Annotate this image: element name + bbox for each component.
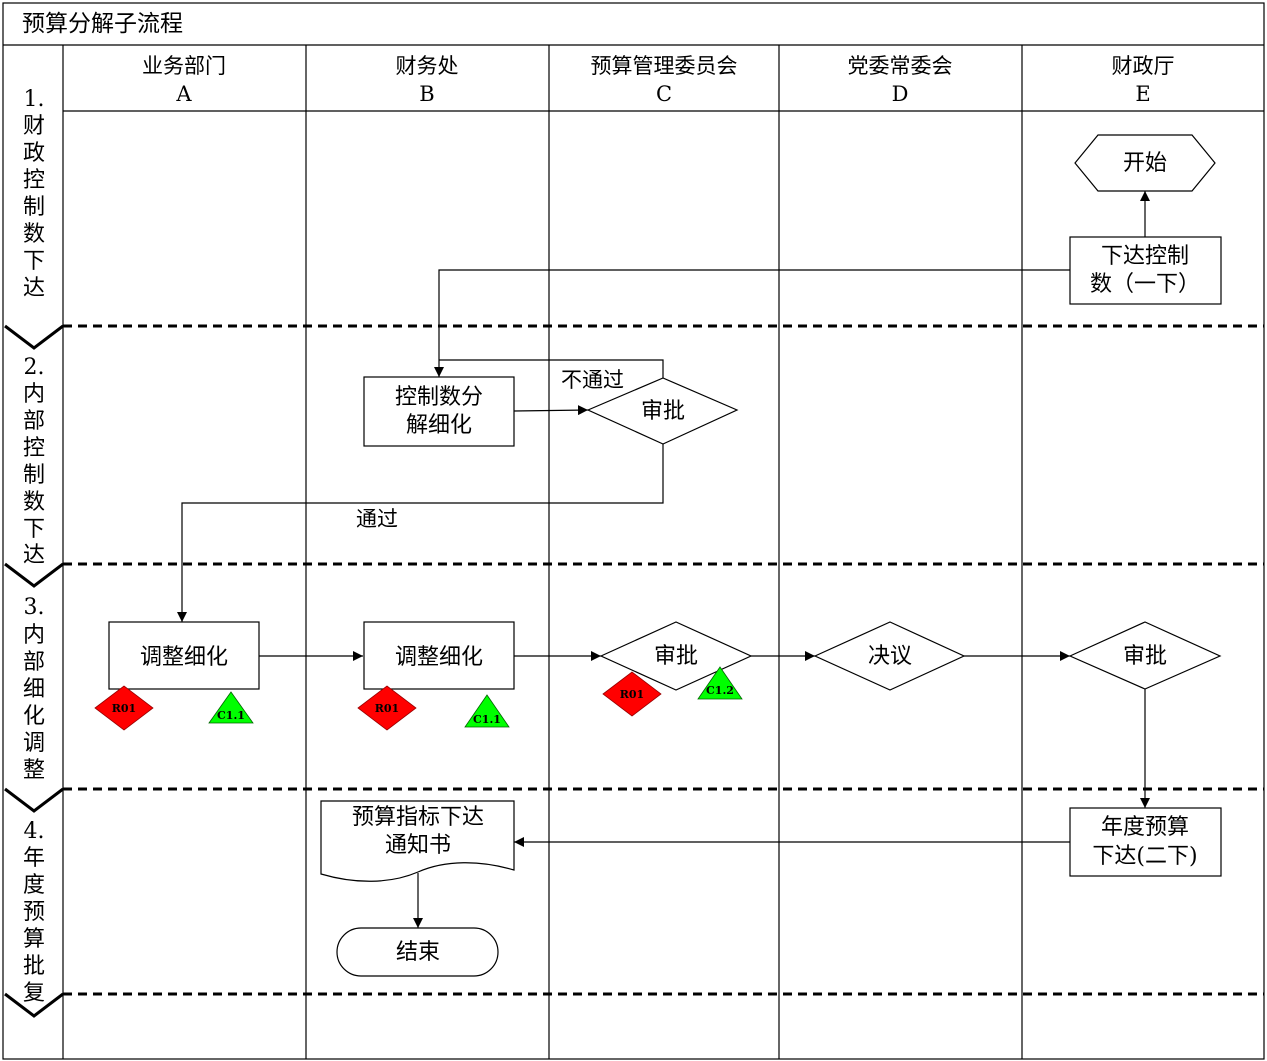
phase-3-char: 调 <box>23 731 45 756</box>
lane-e-code: E <box>1135 82 1150 106</box>
node-issue-control: 下达控制 数（一下） <box>1069 236 1222 305</box>
node-approve-e: 审批 <box>1068 621 1222 690</box>
phase-1-char: 数 <box>23 222 45 247</box>
lane-d-code: D <box>892 82 909 106</box>
lane-e-name: 财政厅 <box>1112 54 1175 78</box>
page-title: 预算分解子流程 <box>22 11 183 37</box>
lane-c-code: C <box>656 82 672 106</box>
phase-separators <box>63 324 1264 996</box>
phase-1-char: 财 <box>23 114 45 139</box>
edge-approve-reject-loop <box>439 359 664 380</box>
phase-1-char: 制 <box>23 195 45 220</box>
control-marker-b-label: C1.1 <box>473 713 501 726</box>
node-notice-line1: 预算指标下达 <box>352 805 484 830</box>
lane-a-code: A <box>175 82 192 106</box>
phase-2-char: 下 <box>23 517 45 542</box>
phase-3-char: 内 <box>23 623 45 648</box>
phase-4-char: 批 <box>23 954 45 979</box>
risk-marker-a <box>94 685 154 731</box>
phase-1-num: 1. <box>24 87 45 112</box>
phase-labels: 1. 财 政 控 制 数 下 达 2. 内 部 控 制 数 下 达 3. 内 部… <box>23 87 45 1006</box>
node-approve-e-label: 审批 <box>1123 644 1167 669</box>
node-decompose: 控制数分 解细化 <box>363 376 515 447</box>
control-marker-a <box>208 691 254 724</box>
phase-3-char: 细 <box>23 677 45 702</box>
node-adjust-b-label: 调整细化 <box>395 645 483 670</box>
phase-2-num: 2. <box>24 355 45 380</box>
connectors <box>177 191 1150 928</box>
phase-1-char: 政 <box>23 141 45 166</box>
node-end-label: 结束 <box>396 940 440 965</box>
phase-2-char: 部 <box>23 409 45 434</box>
node-annual-budget-line1: 年度预算 <box>1101 815 1189 840</box>
control-marker-b <box>464 694 510 728</box>
risk-marker-a-label: R01 <box>112 702 136 715</box>
node-approve-c-label: 审批 <box>654 644 698 669</box>
phase-1-char: 下 <box>23 249 45 274</box>
node-notice-line2: 通知书 <box>385 833 451 858</box>
node-notice-document: 预算指标下达 通知书 <box>320 800 515 882</box>
node-adjust-a: 调整细化 <box>108 621 260 690</box>
lane-b-name: 财务处 <box>396 54 459 78</box>
phase-4-num: 4. <box>24 819 45 844</box>
edge-label-reject: 不通过 <box>561 368 624 392</box>
phase-2-char: 内 <box>23 382 45 407</box>
lane-headers: 业务部门 A 财务处 B 预算管理委员会 C 党委常委会 D 财政厅 E <box>142 54 1175 106</box>
node-start-label: 开始 <box>1123 151 1167 176</box>
control-marker-c-label: C1.2 <box>706 684 734 697</box>
edge-decompose-to-approve <box>513 405 589 416</box>
phase-2-char: 达 <box>23 543 45 568</box>
control-marker-a-label: C1.1 <box>217 709 245 722</box>
risk-marker-b-label: R01 <box>375 702 399 715</box>
node-approve-b-label: 审批 <box>641 399 685 424</box>
node-adjust-a-label: 调整细化 <box>140 645 228 670</box>
node-decompose-line1: 控制数分 <box>395 385 483 410</box>
node-annual-budget: 年度预算 下达(二下) <box>1069 807 1222 877</box>
node-start: 开始 <box>1074 134 1216 192</box>
edge-approve-pass <box>177 444 664 622</box>
edge-issue-to-decompose <box>434 269 1070 377</box>
risk-control-markers: R01 C1.1 R01 C1.1 R01 C1.2 <box>94 666 743 731</box>
risk-marker-c-label: R01 <box>620 688 644 701</box>
node-approve-b: 审批 <box>586 377 739 445</box>
phase-1-char: 达 <box>23 276 45 301</box>
risk-marker-b <box>357 685 417 731</box>
node-annual-budget-line2: 下达(二下) <box>1092 844 1197 869</box>
phase-3-char: 化 <box>23 704 45 729</box>
node-end: 结束 <box>336 927 499 977</box>
risk-marker-c <box>602 671 662 717</box>
phase-4-char: 年 <box>23 846 45 871</box>
node-issue-control-line2: 数（一下） <box>1090 272 1200 297</box>
phase-chevrons <box>4 324 64 1018</box>
lane-d-name: 党委常委会 <box>848 54 953 78</box>
phase-2-char: 数 <box>23 490 45 515</box>
phase-4-char: 复 <box>23 981 45 1006</box>
phase-3-num: 3. <box>24 595 45 620</box>
phase-4-char: 预 <box>23 900 45 925</box>
lane-b-code: B <box>419 82 434 106</box>
phase-4-char: 度 <box>23 873 45 898</box>
node-adjust-b: 调整细化 <box>363 621 515 690</box>
phase-2-char: 制 <box>23 463 45 488</box>
phase-3-char: 整 <box>23 758 45 783</box>
phase-4-char: 算 <box>23 927 45 952</box>
node-resolution-d: 决议 <box>813 621 966 691</box>
phase-2-char: 控 <box>23 436 45 461</box>
node-approve-c: 审批 <box>599 621 753 691</box>
lane-a-name: 业务部门 <box>142 54 226 78</box>
lane-c-name: 预算管理委员会 <box>591 54 738 78</box>
phase-3-char: 部 <box>23 650 45 675</box>
node-decompose-line2: 解细化 <box>406 413 472 438</box>
node-issue-control-line1: 下达控制 <box>1101 244 1189 269</box>
edge-label-pass: 通过 <box>356 507 398 531</box>
phase-1-char: 控 <box>23 168 45 193</box>
node-resolution-d-label: 决议 <box>868 644 912 669</box>
control-marker-c <box>697 666 743 700</box>
